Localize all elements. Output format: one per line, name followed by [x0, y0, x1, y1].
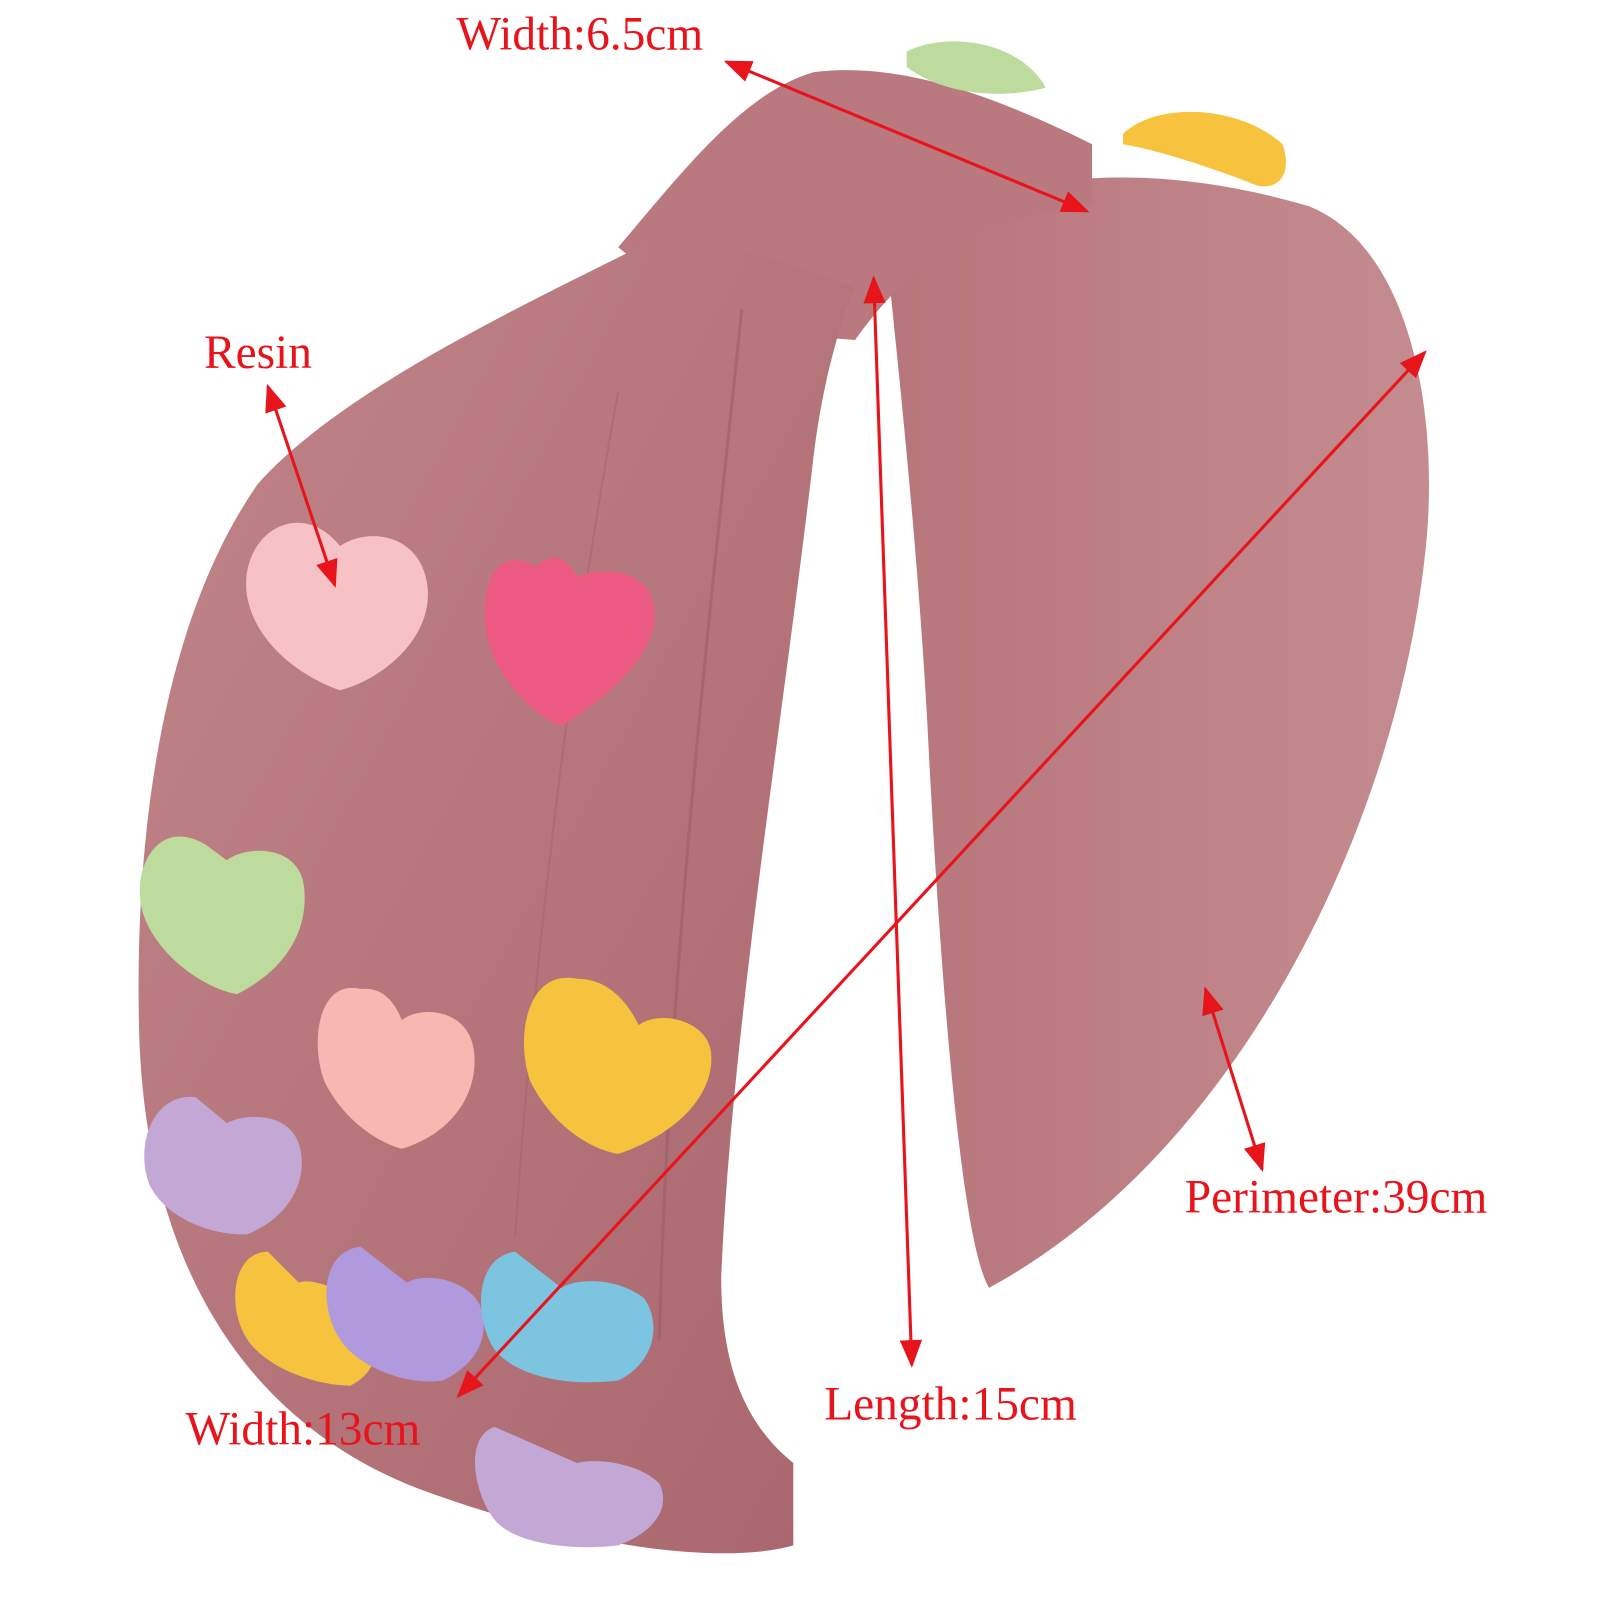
heart-icon	[1122, 111, 1286, 187]
perimeter-label: Perimeter:39cm	[1185, 1172, 1488, 1224]
heart-icon	[235, 1251, 378, 1386]
resin-arrow	[265, 383, 338, 588]
heart-icon	[326, 1246, 484, 1382]
top-width-label: Width:6.5cm	[456, 8, 703, 60]
headband-right-band	[886, 177, 1430, 1288]
top-width-arrow	[723, 60, 1090, 213]
bottom-width-arrow	[456, 350, 1427, 1399]
heart-icon	[475, 1426, 664, 1548]
material-label: Resin	[204, 327, 312, 379]
heart-icon	[144, 1096, 302, 1235]
heart-icon	[317, 987, 475, 1149]
length-label: Length:15cm	[824, 1379, 1077, 1431]
heart-icon	[139, 836, 305, 995]
bottom-width-label: Width:13cm	[185, 1403, 420, 1455]
